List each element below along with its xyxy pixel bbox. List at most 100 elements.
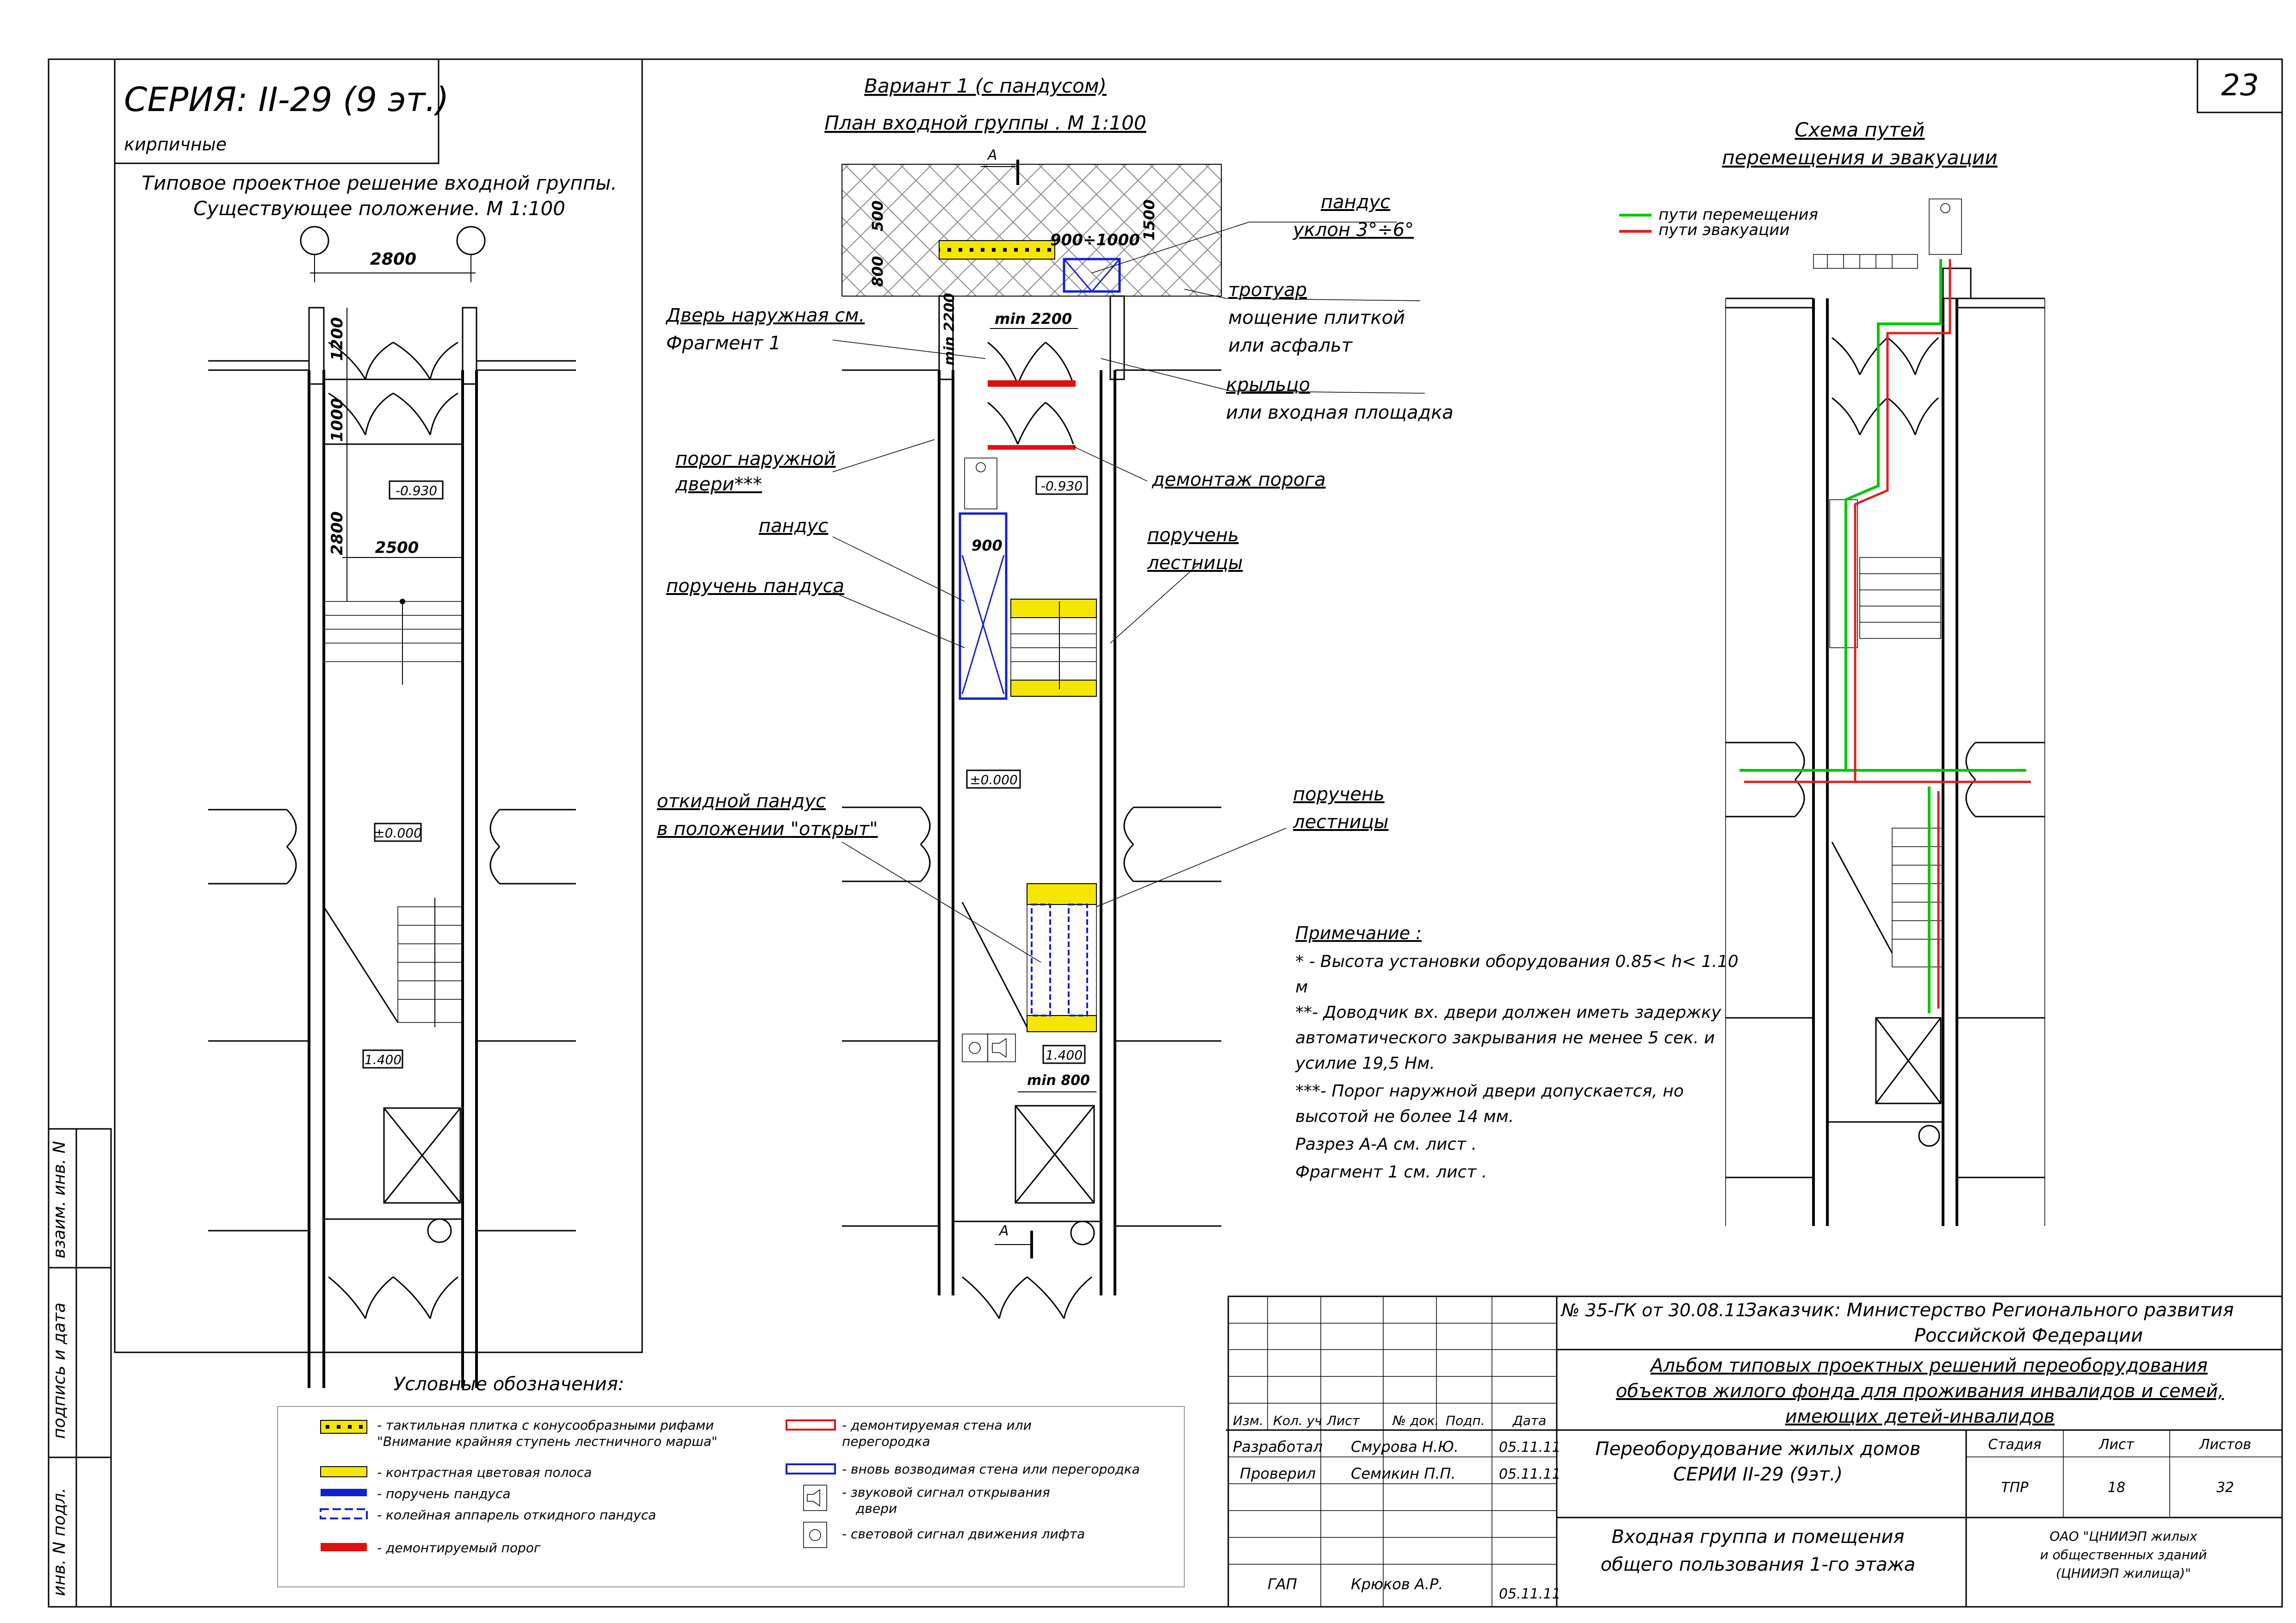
series-title: СЕРИЯ: II-29 (9 эт.) — [124, 80, 449, 119]
evac-wheelchair-icon — [1929, 198, 1962, 255]
stamp-date-2: 05.11.11 — [1499, 1466, 1561, 1482]
callout-fold-ramp-1: откидной пандус — [657, 791, 826, 812]
sidewalk-paving — [842, 164, 1222, 297]
legend-tactile-2: "Внимание крайняя ступень лестничного ма… — [377, 1434, 718, 1449]
stamp-h-podp: Подп. — [1446, 1413, 1485, 1428]
sound-signal-icon — [987, 1034, 1016, 1062]
callout-sidewalk-3: или асфальт — [1228, 335, 1353, 356]
series-box — [114, 58, 439, 164]
legend-threshold: - демонтируемый порог — [377, 1540, 541, 1555]
callout-stair-rail-b1: поручень — [1293, 784, 1385, 805]
legend-ramp-rail: - поручень пандуса — [377, 1486, 511, 1501]
internal-ramp — [959, 512, 1008, 700]
stamp-name-2: Семикин П.П. — [1351, 1465, 1456, 1482]
callout-stair-rail-a2: лестницы — [1147, 552, 1243, 574]
stamp-album-2: объектов жилого фонда для проживания инв… — [1616, 1381, 2224, 1402]
fold-ramp-track-1 — [1031, 904, 1051, 1016]
dim-1500: 1500 — [1140, 199, 1158, 241]
stamp-sheet-h: Лист — [2098, 1437, 2135, 1453]
notes-title: Примечание : — [1295, 923, 1422, 943]
existing-caption-1: Типовое проектное решение входной группы… — [142, 172, 617, 194]
threshold-removed-2 — [988, 445, 1076, 450]
tactile-strip — [939, 240, 1055, 260]
side-stamp-inv: инв. N подл. — [50, 1488, 69, 1596]
side-stamp-vzaim: взаим. инв. N — [50, 1141, 69, 1258]
dim-900: 900 — [972, 537, 1003, 554]
stamp-sheet: 18 — [2108, 1480, 2125, 1496]
existing-dim-1200: 1200 — [328, 317, 347, 361]
legend-swatch-threshold — [321, 1543, 367, 1551]
variant-title: Вариант 1 (с пандусом) — [864, 74, 1107, 97]
legend-title: Условные обозначения: — [394, 1374, 625, 1395]
callout-fold-ramp-2: в положении "открыт" — [657, 818, 878, 840]
legend-light-icon — [803, 1522, 827, 1548]
contrast-strip-upper-2 — [1010, 680, 1097, 697]
note-line-5: усилие 19,5 Нм. — [1295, 1054, 1435, 1073]
movement-path-main — [1844, 259, 1942, 770]
sheet-number: 23 — [2221, 68, 2259, 103]
legend-swatch-wall-removed — [786, 1419, 836, 1431]
note-line-7: высотой не более 14 мм. — [1295, 1107, 1514, 1126]
stamp-object-1: Переоборудование жилых домов — [1596, 1438, 1921, 1460]
callout-door-2: Фрагмент 1 — [666, 333, 781, 354]
stamp-object-2: СЕРИИ II-29 (9эт.) — [1673, 1464, 1843, 1485]
stamp-org-3: (ЦНИИЭП жилища)" — [2056, 1566, 2191, 1581]
dim-min800: min 800 — [1027, 1072, 1090, 1089]
stamp-sheets: 32 — [2216, 1480, 2234, 1496]
contrast-strip-lower-1 — [1027, 883, 1097, 905]
stamp-role-2: Проверил — [1240, 1465, 1316, 1482]
legend-wall-removed-2: перегородка — [842, 1434, 930, 1449]
stamp-sheet-title-1: Входная группа и помещения — [1612, 1526, 1905, 1548]
variant-plan: A 900÷1000 500 800 1500 min 2200 min 220… — [832, 147, 1425, 1319]
stamp-customer-1: Заказчик: Министерство Регионального раз… — [1745, 1300, 2234, 1321]
fold-ramp-track-2 — [1068, 904, 1088, 1016]
legend-sound-2: двери — [855, 1501, 897, 1516]
stamp-customer-2: Российской Федерации — [1914, 1325, 2143, 1346]
notes: Примечание : * - Высота установки оборуд… — [1295, 923, 1739, 1182]
existing-plan: 2800 1200 1000 2800 2500 -0.930 ±0.0 — [208, 226, 576, 1388]
legend-contrast: - контрастная цветовая полоса — [377, 1465, 592, 1480]
stamp-h-date: Дата — [1512, 1413, 1547, 1428]
callout-stair-rail-a1: поручень — [1147, 525, 1239, 546]
side-stamp: инв. N подл. подпись и дата взаим. инв. … — [48, 1128, 112, 1608]
legend-swatch-wall-new — [786, 1463, 836, 1474]
dim-min2200-h: min 2200 — [995, 310, 1072, 328]
stamp-stage: ТПР — [2001, 1480, 2029, 1496]
note-line-6: ***- Порог наружной двери допускается, н… — [1295, 1082, 1684, 1101]
stamp-date-1: 05.11.11 — [1499, 1439, 1561, 1456]
contrast-strip-lower-2 — [1027, 1015, 1097, 1032]
note-line-1: * - Высота установки оборудования 0.85< … — [1295, 952, 1739, 971]
stamp-org-1: ОАО "ЦНИИЭП жилых — [2049, 1529, 2197, 1544]
note-line-9: Фрагмент 1 см. лист . — [1295, 1163, 1487, 1182]
callout-stair-rail-b2: лестницы — [1293, 812, 1388, 833]
stamp-album-1: Альбом типовых проектных решений переобо… — [1649, 1355, 2208, 1376]
stamp-stage-h: Стадия — [1988, 1437, 2041, 1453]
variant-level-3: 1.400 — [1046, 1047, 1083, 1063]
callout-door-1: Дверь наружная см. — [665, 305, 865, 326]
note-line-2: м — [1295, 978, 1308, 997]
note-line-3: **- Доводчик вх. двери должен иметь заде… — [1295, 1003, 1721, 1022]
stamp-role-1: Разработал — [1233, 1438, 1323, 1456]
threshold-removed-1 — [988, 380, 1076, 387]
side-stamp-sign: подпись и дата — [50, 1302, 69, 1439]
stamp-h-list: Лист — [1326, 1413, 1360, 1428]
legend-sound-icon — [803, 1485, 827, 1511]
stamp-sheet-title-2: общего пользования 1-го этажа — [1601, 1554, 1916, 1575]
stamp-h-kolich: Кол. уч — [1273, 1413, 1322, 1428]
callout-threshold-1: порог наружной — [675, 448, 836, 470]
callout-dismantle: демонтаж порога — [1151, 469, 1326, 490]
existing-dim-2500: 2500 — [375, 539, 419, 557]
existing-level-3: 1.400 — [365, 1052, 402, 1067]
stamp-sheets-h: Листов — [2199, 1437, 2251, 1453]
callout-ramp-rail: поручень пандуса — [666, 576, 844, 597]
callout-ramp: пандус — [759, 515, 828, 537]
stamp-role-3: ГАП — [1268, 1575, 1297, 1593]
callout-sidewalk-1: тротуар — [1228, 279, 1307, 301]
stamp-h-izm: Изм. — [1233, 1413, 1263, 1428]
dim-800: 800 — [869, 256, 886, 287]
section-mark-bottom: A — [998, 1223, 1009, 1239]
evac-title-1: Схема путей — [1795, 118, 1925, 141]
callout-ramp-title: пандус — [1321, 192, 1390, 213]
stamp-name-1: Смурова Н.Ю. — [1351, 1438, 1459, 1456]
